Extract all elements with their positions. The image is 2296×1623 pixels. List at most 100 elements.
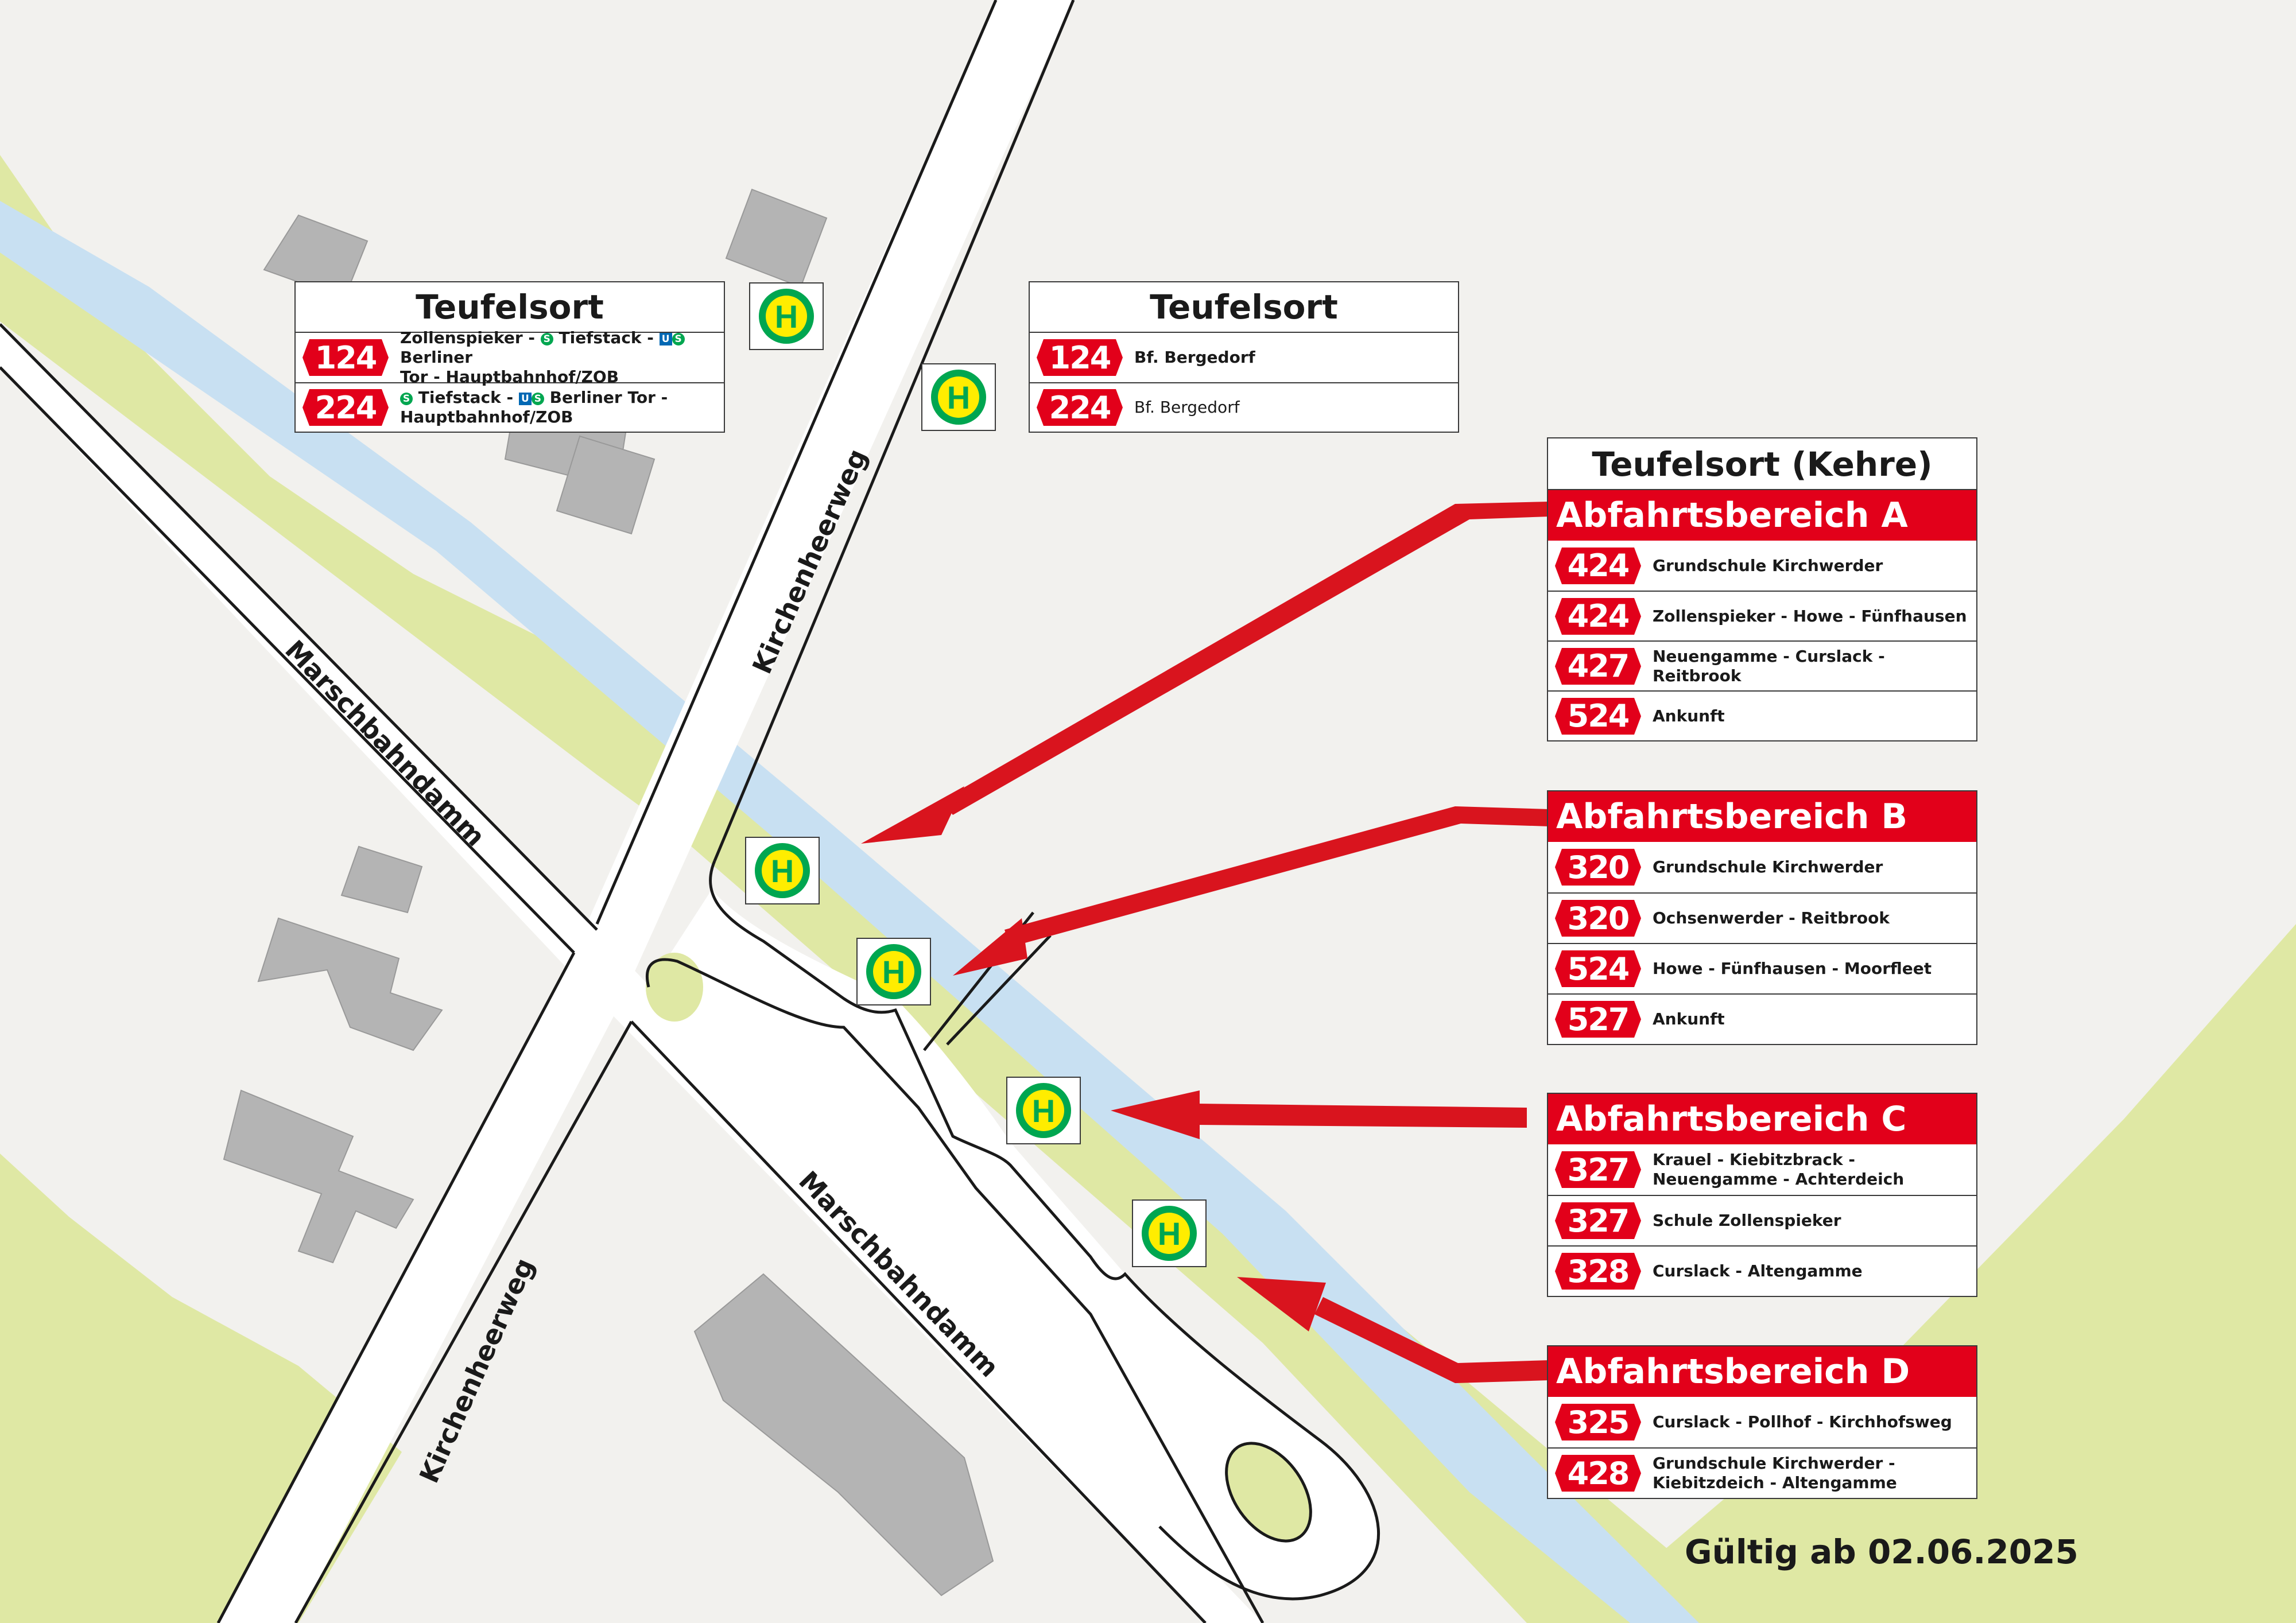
line-row[interactable]: 224 Bf. Bergedorf xyxy=(1030,382,1458,432)
arrow-area-a xyxy=(861,502,1550,844)
bus-stop-sign-east[interactable]: H xyxy=(921,363,996,431)
s-bahn-icon: S xyxy=(672,333,685,345)
bus-stop-icon: H xyxy=(931,370,986,425)
route-badge: 427 xyxy=(1555,647,1641,685)
bus-stop-sign-west[interactable]: H xyxy=(749,282,824,350)
route-badge: 224 xyxy=(302,389,389,426)
route-badge: 328 xyxy=(1555,1253,1641,1290)
route-badge-shape xyxy=(302,339,389,376)
route-badge: 124 xyxy=(302,339,389,376)
route-badge-shape xyxy=(1555,1253,1641,1290)
line-row[interactable]: 428 Grundschule Kirchwerder - Kiebitzdei… xyxy=(1548,1447,1976,1498)
line-destination: Ankunft xyxy=(1653,706,1725,725)
line-row[interactable]: 327 Krauel - Kiebitzbrack - Neuengamme -… xyxy=(1548,1144,1976,1195)
stop-title: Teufelsort (Kehre) xyxy=(1592,445,1933,484)
u-bahn-icon: U xyxy=(518,393,532,405)
departure-area-c: Abfahrtsbereich C 327 Krauel - Kiebitzbr… xyxy=(1547,1093,1977,1297)
road-bus-loop xyxy=(649,890,1379,1599)
bus-stop-sign-area-c[interactable]: H xyxy=(1006,1077,1081,1144)
bus-stop-icon: H xyxy=(1142,1206,1197,1261)
line-destination: Grundschule Kirchwerder xyxy=(1653,857,1883,876)
route-badge: 524 xyxy=(1555,697,1641,735)
route-badge: 224 xyxy=(1037,389,1123,426)
line-destination: Grundschule Kirchwerder - Kiebitzdeich -… xyxy=(1653,1454,1897,1492)
line-row[interactable]: 524 Howe - Fünfhausen - Moorfleet xyxy=(1548,943,1976,993)
line-destination: Ankunft xyxy=(1653,1009,1725,1028)
line-row[interactable]: 320 Grundschule Kirchwerder xyxy=(1548,842,1976,892)
route-badge-shape xyxy=(1555,950,1641,987)
route-badge: 325 xyxy=(1555,1404,1641,1440)
route-badge-shape xyxy=(302,389,389,426)
area-heading: Abfahrtsbereich A xyxy=(1548,490,1976,541)
route-badge: 524 xyxy=(1555,950,1641,987)
route-badge: 327 xyxy=(1555,1202,1641,1239)
stop-panel-kehre-title: Teufelsort (Kehre) xyxy=(1547,437,1977,490)
route-badge-shape xyxy=(1555,697,1641,735)
line-destination: Schule Zollenspieker xyxy=(1653,1211,1841,1230)
bus-stop-sign-area-b[interactable]: H xyxy=(856,938,931,1005)
line-destination: Curslack - Pollhof - Kirchhofsweg xyxy=(1653,1412,1952,1431)
route-badge-shape xyxy=(1555,1151,1641,1188)
area-heading: Abfahrtsbereich B xyxy=(1548,791,1976,842)
departure-area-b: Abfahrtsbereich B 320 Grundschule Kirchw… xyxy=(1547,790,1977,1045)
route-badge-shape xyxy=(1555,647,1641,685)
validity-date: Gültig ab 02.06.2025 xyxy=(1685,1532,2078,1571)
arrow-area-c xyxy=(1111,1090,1527,1139)
s-bahn-icon: S xyxy=(531,393,544,405)
route-badge-shape xyxy=(1555,1202,1641,1239)
route-badge-shape xyxy=(1555,1001,1641,1038)
bus-stop-icon: H xyxy=(755,843,810,898)
line-destination: Bf. Bergedorf xyxy=(1134,398,1240,417)
direction-arrows xyxy=(861,502,1550,1383)
route-badge: 424 xyxy=(1555,597,1641,635)
line-row[interactable]: 124 Bf. Bergedorf xyxy=(1030,333,1458,382)
line-destination: Bf. Bergedorf xyxy=(1134,348,1255,367)
line-row[interactable]: 325 Curslack - Pollhof - Kirchhofsweg xyxy=(1548,1397,1976,1447)
canal xyxy=(0,201,1699,1623)
bus-stop-sign-area-d[interactable]: H xyxy=(1132,1199,1207,1267)
line-destination: Howe - Fünfhausen - Moorfleet xyxy=(1653,959,1932,978)
stop-title: Teufelsort xyxy=(1030,282,1458,333)
route-badge-shape xyxy=(1555,1404,1641,1440)
bus-stop-icon: H xyxy=(1016,1083,1071,1138)
line-row[interactable]: 320 Ochsenwerder - Reitbrook xyxy=(1548,892,1976,943)
arrow-area-d xyxy=(1237,1277,1550,1383)
route-badge: 424 xyxy=(1555,547,1641,584)
departure-area-a: Abfahrtsbereich A 424 Grundschule Kirchw… xyxy=(1547,489,1977,741)
line-row[interactable]: 424 Grundschule Kirchwerder xyxy=(1548,541,1976,591)
departure-area-d: Abfahrtsbereich D 325 Curslack - Pollhof… xyxy=(1547,1345,1977,1499)
line-row[interactable]: 327 Schule Zollenspieker xyxy=(1548,1195,1976,1245)
stop-panel-east: Teufelsort 124 Bf. Bergedorf 224 Bf. Ber… xyxy=(1029,281,1459,433)
line-destination: Ochsenwerder - Reitbrook xyxy=(1653,908,1890,927)
route-badge: 527 xyxy=(1555,1001,1641,1038)
line-row[interactable]: 527 Ankunft xyxy=(1548,993,1976,1044)
green-area-southeast xyxy=(1596,924,2296,1623)
route-badge-shape xyxy=(1037,339,1123,376)
line-row[interactable]: 524 Ankunft xyxy=(1548,690,1976,740)
line-destination: Neuengamme - Curslack - Reitbrook xyxy=(1653,646,1885,685)
area-heading: Abfahrtsbereich D xyxy=(1548,1346,1976,1397)
arrow-area-b xyxy=(953,806,1550,976)
area-heading: Abfahrtsbereich C xyxy=(1548,1094,1976,1144)
line-row[interactable]: 328 Curslack - Altengamme xyxy=(1548,1245,1976,1296)
bus-stop-sign-area-a[interactable]: H xyxy=(745,837,820,904)
stop-panel-west: Teufelsort 124 Zollenspieker - S Tiefsta… xyxy=(294,281,725,433)
route-badge-shape xyxy=(1555,597,1641,635)
route-badge: 320 xyxy=(1555,849,1641,886)
stop-title: Teufelsort xyxy=(296,282,724,333)
line-destination: Zollenspieker - Howe - Fünfhausen xyxy=(1653,606,1967,626)
u-bahn-icon: U xyxy=(659,333,672,345)
route-badge: 124 xyxy=(1037,339,1123,376)
line-destination: Krauel - Kiebitzbrack - Neuengamme - Ach… xyxy=(1653,1150,1905,1189)
bus-stop-icon: H xyxy=(759,289,814,344)
line-row[interactable]: 424 Zollenspieker - Howe - Fünfhausen xyxy=(1548,591,1976,640)
s-bahn-icon: S xyxy=(540,333,553,345)
line-row[interactable]: 427 Neuengamme - Curslack - Reitbrook xyxy=(1548,640,1976,690)
route-badge-shape xyxy=(1555,1455,1641,1492)
route-badge: 327 xyxy=(1555,1151,1641,1188)
